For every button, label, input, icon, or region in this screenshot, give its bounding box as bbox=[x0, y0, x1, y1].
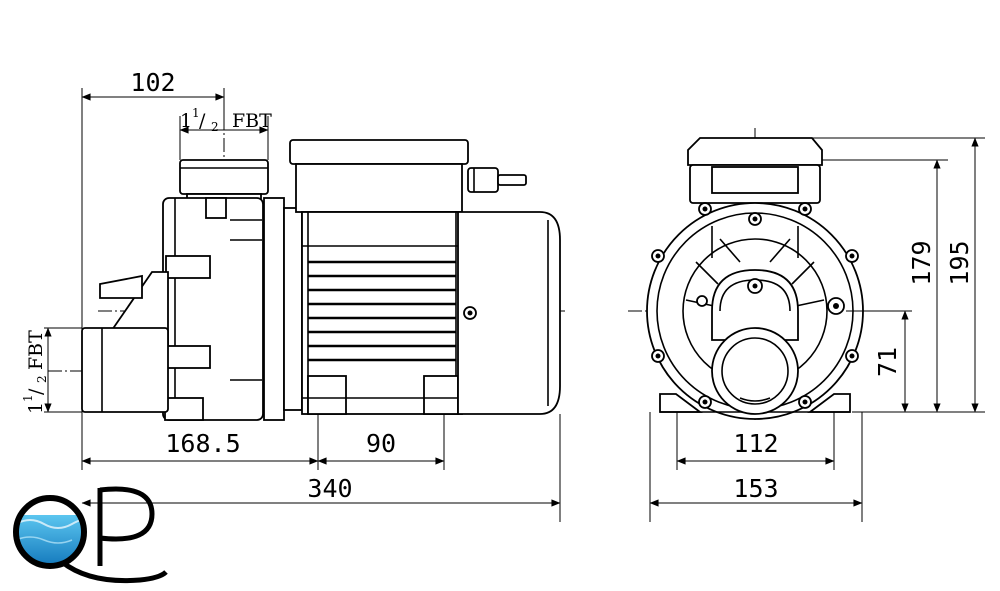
svg-text:FBT: FBT bbox=[232, 110, 272, 132]
front-view: 112 153 71 179 195 bbox=[628, 128, 985, 522]
svg-text:1: 1 bbox=[180, 110, 192, 132]
dim-base-outer: 153 bbox=[733, 474, 778, 503]
motor-body bbox=[301, 211, 463, 415]
dim-bottom-left: 168.5 bbox=[165, 429, 240, 458]
dim-body-height: 179 bbox=[907, 240, 936, 285]
adapter-ring bbox=[283, 207, 303, 411]
outlet-size-label: 1 1 / 2 FBT bbox=[180, 106, 272, 134]
dim-axis-height: 71 bbox=[873, 347, 902, 377]
svg-text:FBT: FBT bbox=[25, 330, 47, 370]
dim-top: 102 bbox=[130, 68, 175, 97]
svg-text:1: 1 bbox=[21, 394, 35, 402]
mounting-flange bbox=[263, 197, 285, 421]
svg-text:2: 2 bbox=[211, 120, 219, 134]
dim-base-inner: 112 bbox=[733, 429, 778, 458]
side-view: 102 1 1 / 2 FBT 1 1 / 2 FBT 168.5 90 340 bbox=[21, 68, 565, 522]
dim-total-height: 195 bbox=[945, 240, 974, 285]
outlet-port bbox=[179, 159, 269, 203]
inlet-port bbox=[81, 271, 169, 413]
volute-ribs bbox=[685, 226, 825, 307]
qp-logo: Q P bbox=[0, 0, 168, 584]
volute-housing bbox=[162, 197, 264, 421]
dim-bottom-mid: 90 bbox=[366, 429, 396, 458]
logo-q-tail bbox=[60, 560, 168, 584]
volute-eye bbox=[711, 269, 799, 341]
front-terminal-box bbox=[687, 137, 823, 204]
flange-bolts bbox=[651, 202, 859, 409]
inlet-size-label: 1 1 / 2 FBT bbox=[21, 330, 49, 414]
dim-overall: 340 bbox=[307, 474, 352, 503]
fan-cover bbox=[457, 211, 561, 415]
front-inlet-pipe bbox=[711, 327, 799, 415]
logo-text-p: P bbox=[0, 0, 1, 1]
svg-text:/: / bbox=[25, 388, 47, 395]
svg-text:1: 1 bbox=[192, 106, 200, 120]
logo-text-q: Q bbox=[0, 0, 1, 1]
svg-text:2: 2 bbox=[35, 375, 49, 383]
svg-text:/: / bbox=[199, 110, 206, 132]
svg-text:1: 1 bbox=[25, 402, 47, 414]
logo-p-shape bbox=[99, 486, 155, 542]
